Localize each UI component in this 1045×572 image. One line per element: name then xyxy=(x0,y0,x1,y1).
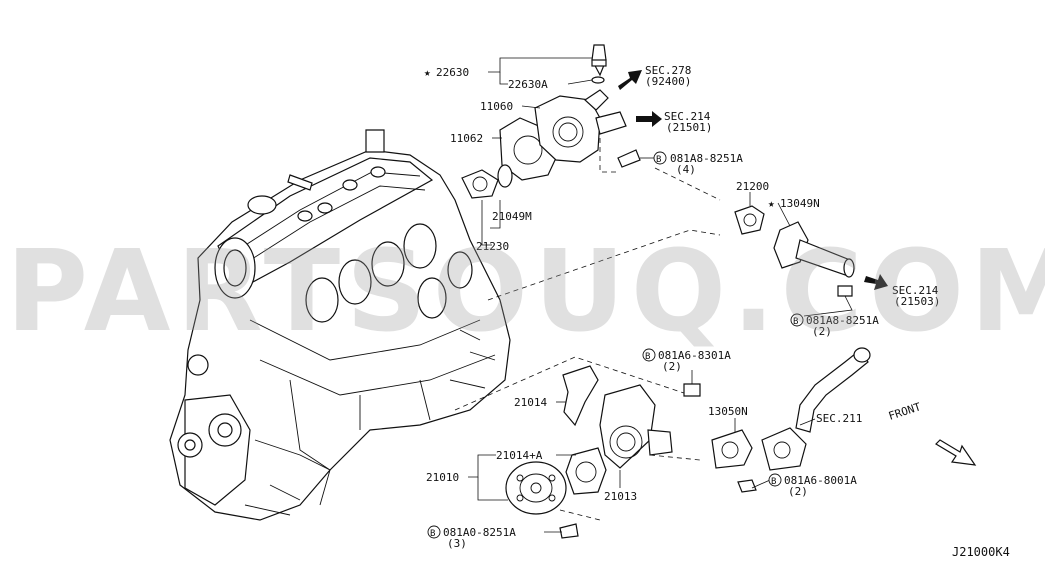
label-21013: 21013 xyxy=(604,490,637,503)
water-hose-pipe xyxy=(795,349,869,433)
leader-dashed-1 xyxy=(487,229,721,301)
label-front: FRONT xyxy=(887,400,923,423)
label-11060: 11060 xyxy=(480,100,513,113)
thermostat-right-assembly xyxy=(734,205,855,297)
bolt-badge-letter: B xyxy=(656,155,661,165)
bolt-badge-icon xyxy=(768,473,782,487)
engine-assembly xyxy=(169,129,511,521)
label-13050n: 13050N xyxy=(708,405,748,418)
outlet-pipe xyxy=(595,111,627,135)
bolt-badge-icon xyxy=(642,348,656,362)
label-sec214-b-sub: (21503) xyxy=(894,295,940,308)
bolt-badge-icon xyxy=(653,151,667,165)
thermostat-housing-assembly xyxy=(461,44,641,199)
bolt-081a6-8001a xyxy=(737,479,757,493)
watermark-text: PARTSOUQ.COM xyxy=(6,227,1045,357)
oil-filler-cap xyxy=(247,195,277,215)
bolt-081a8-top xyxy=(617,149,641,168)
label-sec214-a: SEC.214 xyxy=(664,110,711,123)
front-arrow xyxy=(935,439,977,466)
label-bolt-081a6-8301a-qty: (2) xyxy=(662,360,682,373)
bolt-081a8-right xyxy=(837,285,853,297)
label-bolt-081a6-8001a: 081A6-8001A xyxy=(784,474,857,487)
intake-ports xyxy=(214,223,473,323)
label-21014: 21014 xyxy=(514,396,547,409)
flange-sec211 xyxy=(761,427,807,471)
label-21200: 21200 xyxy=(736,180,769,193)
thermostat-right xyxy=(734,205,765,235)
bolt-badge-icon xyxy=(427,525,441,539)
label-sec214-b: SEC.214 xyxy=(892,284,939,297)
label-21014a: 21014+A xyxy=(496,449,543,462)
bolt-badge-letter: B xyxy=(771,477,776,487)
water-pump-assembly xyxy=(505,347,871,539)
gasket-13050n xyxy=(711,429,753,469)
label-bolt-081a6-8001a-qty: (2) xyxy=(788,485,808,498)
callout-labels: ★ 22630 22630A SEC.278 (92400) 11060 SEC… xyxy=(424,64,1010,559)
label-11062: 11062 xyxy=(450,132,483,145)
bolt-081a6-8301a xyxy=(683,383,701,397)
label-21010: 21010 xyxy=(426,471,459,484)
bolt-081a0-8251a xyxy=(559,523,579,539)
cylinder-head-cover xyxy=(217,157,434,291)
leader-lines xyxy=(468,57,853,533)
arrow-sec214-a xyxy=(636,111,662,127)
direction-arrows xyxy=(618,70,977,466)
arrow-sec278 xyxy=(618,70,642,90)
label-bolt-081a8-right: 081A8-8251A xyxy=(806,314,879,327)
thermostat-21200 xyxy=(461,169,499,199)
label-sec211: SEC.211 xyxy=(816,412,862,425)
o-ring-21049m xyxy=(497,164,513,188)
label-bolt-081a8-right-qty: (2) xyxy=(812,325,832,338)
gasket-21014a xyxy=(565,447,607,495)
label-21230: 21230 xyxy=(476,240,509,253)
label-22630: 22630 xyxy=(436,66,469,79)
sensor-washer-22630a xyxy=(591,76,605,84)
bolt-badge-icon xyxy=(790,313,804,327)
label-sec278-sub: (92400) xyxy=(645,75,691,88)
star-symbol-2: ★ xyxy=(768,197,775,210)
dipstick-tube xyxy=(365,129,385,153)
diagram-code: J21000K4 xyxy=(952,545,1010,559)
label-13049n: 13049N xyxy=(780,197,820,210)
label-sec278: SEC.278 xyxy=(645,64,691,77)
arrow-sec214-b xyxy=(864,274,888,290)
water-pump-21010 xyxy=(505,461,567,515)
leader-dashed-2 xyxy=(454,356,691,411)
bolt-badge-letter: B xyxy=(793,317,798,327)
label-bolt-081a8-top-qty: (4) xyxy=(676,163,696,176)
label-bolt-081a6-8301a: 081A6-8301A xyxy=(658,349,731,362)
label-bolt-081a0-8251a: 081A0-8251A xyxy=(443,526,516,539)
water-outlet-11060 xyxy=(534,95,601,163)
label-bolt-081a0-8251a-qty: (3) xyxy=(447,537,467,550)
star-symbol: ★ xyxy=(424,66,431,79)
label-bolt-081a8-top: 081A8-8251A xyxy=(670,152,743,165)
label-21049m: 21049M xyxy=(492,210,532,223)
bolt-badge-letter: B xyxy=(430,529,435,539)
bracket-21014 xyxy=(562,365,599,427)
label-22630a: 22630A xyxy=(508,78,548,91)
label-sec214-a-sub: (21501) xyxy=(666,121,712,134)
bolt-badge-letter: B xyxy=(645,352,650,362)
